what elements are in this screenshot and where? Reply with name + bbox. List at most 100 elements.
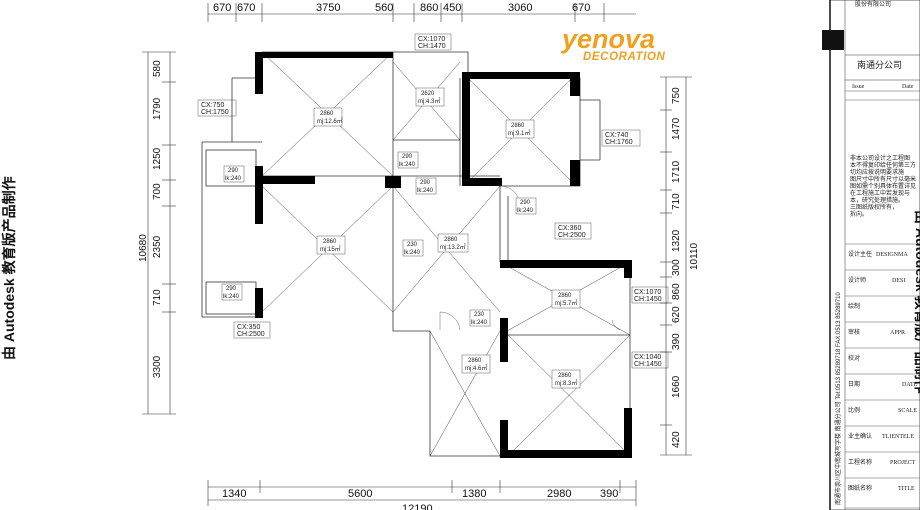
right-dim-11: 420 <box>671 431 682 448</box>
room-height: 2860 <box>320 111 334 117</box>
date-label: Date <box>902 84 914 90</box>
room-area: mj:12.6㎡ <box>317 117 343 125</box>
opening-ch: CH:1450 <box>634 361 662 368</box>
bottom-dim-total: 12190 <box>402 503 433 510</box>
ceiling-lk: lk:240 <box>225 176 242 182</box>
note-line: 在工程施工中若发现与 <box>850 189 910 197</box>
note-line: 非本公司设计之工程图 <box>850 154 910 162</box>
row-label-cn: 设计主任 <box>848 250 872 258</box>
title-block-row-labels: 设计主任 DESIGNMA 设计师 DESI 绘制 审核 APPR 校对 日期 … <box>848 250 918 492</box>
row-label-en: DATE <box>902 382 918 388</box>
structural-walls <box>255 52 632 458</box>
bottom-dim-2: 5600 <box>348 488 372 500</box>
opening-cx: CX:750 <box>201 102 224 109</box>
thin-walls <box>201 51 631 457</box>
room-height: 2860 <box>323 239 337 245</box>
room-area: mj:13.2㎡ <box>440 243 466 251</box>
opening-callout: CX:1070 CH:1470 <box>414 33 452 51</box>
bottom-dim-1: 1340 <box>222 488 246 500</box>
row-label-en: DESI <box>892 278 905 284</box>
right-dim-7: 860 <box>671 283 682 300</box>
right-dim-4: 710 <box>671 193 682 210</box>
right-dimension-chain <box>660 76 692 456</box>
note-line: 拆向。 <box>850 210 868 218</box>
top-dim-4: 560 <box>375 2 393 14</box>
bottom-dimension-labels: 1340 5600 1380 2980 390 12190 <box>222 488 618 510</box>
row-label-cn: 绘制 <box>848 302 860 310</box>
left-dim-6: 710 <box>152 289 163 306</box>
row-label-cn: 校对 <box>848 354 860 362</box>
room-tag: 2860 mj:15㎡ <box>316 235 346 255</box>
room-area: mj:15㎡ <box>320 245 341 253</box>
row-label-cn: 比例 <box>848 406 860 414</box>
right-dim-10: 1660 <box>671 375 682 398</box>
bottom-dim-4: 2980 <box>547 488 571 500</box>
room-height: 2860 <box>558 373 572 379</box>
right-dim-9: 390 <box>671 333 682 350</box>
right-dim-total: 10110 <box>689 242 700 270</box>
ceiling-height: 230 <box>474 312 485 318</box>
bottom-dim-3: 1380 <box>462 488 486 500</box>
room-height: 2860 <box>511 123 525 129</box>
opening-callout: CX:350 CH:2500 <box>233 321 271 339</box>
ceiling-height: 290 <box>228 168 239 174</box>
ceiling-tag: 230 lk:240 <box>402 239 424 257</box>
row-label-en: TLIENTELE <box>882 434 914 440</box>
room-tag: 2860 mj:12.6㎡ <box>313 107 343 127</box>
opening-callout: CX:750 CH:1750 <box>197 99 237 117</box>
ceiling-height: 290 <box>520 200 531 206</box>
opening-callout: CX:1070 CH:1450 <box>631 286 669 304</box>
room-area: mj:8.3㎡ <box>555 379 577 387</box>
row-label-en: APPR <box>890 330 905 336</box>
ceiling-tag: 290 lk:240 <box>515 197 537 215</box>
autodesk-watermark-left: 由 Autodesk 教育版产品制作 <box>1 176 17 360</box>
title-block-rows <box>845 243 920 509</box>
opening-cx: CX:350 <box>237 324 260 331</box>
right-dimension-labels: 750 1470 1710 710 1320 300 860 620 390 1… <box>671 87 700 448</box>
row-label-cn: 设计师 <box>848 276 866 284</box>
room-height: 2860 <box>444 237 458 243</box>
room-height: 2620 <box>421 91 435 97</box>
logo-wordmark: yenova <box>560 24 655 54</box>
title-block-notes: 非本公司设计之工程图 本不得复印给任何第三方 切均应按说明要求施 图尺寸中所有尺… <box>850 154 916 218</box>
row-label-cn: 图纸名称 <box>848 484 872 492</box>
issue-label: Issue <box>852 84 865 90</box>
row-label-en: TITLE <box>898 486 915 492</box>
ceiling-tag: 230 lk:240 <box>469 309 491 327</box>
ceiling-lk: lk:240 <box>471 320 488 326</box>
top-dim-8: 670 <box>572 2 590 14</box>
top-dim-2: 670 <box>237 2 255 14</box>
ceiling-lk: lk:240 <box>517 208 534 214</box>
ceiling-lk: lk:240 <box>404 250 421 256</box>
opening-ch: CH:2500 <box>558 232 586 239</box>
room-tag: 2860 mj:9.1㎡ <box>505 119 535 139</box>
left-dim-2: 1790 <box>152 97 163 120</box>
left-dim-5: 2350 <box>152 235 163 258</box>
ceiling-lk: lk:240 <box>417 188 434 194</box>
bottom-dimension-chain <box>207 480 637 506</box>
right-dim-8: 620 <box>671 306 682 323</box>
top-dim-7: 3060 <box>508 2 532 14</box>
top-dim-1: 670 <box>213 2 231 14</box>
opening-ch: CH:1450 <box>634 296 662 303</box>
note-line: 三图纸版权所有， <box>850 203 898 211</box>
ceiling-height: 290 <box>226 286 237 292</box>
top-dim-5: 860 <box>420 2 438 14</box>
row-label-en: DESIGNMA <box>876 252 908 258</box>
right-dim-1: 750 <box>671 87 682 104</box>
opening-ch: CH:2500 <box>237 331 265 338</box>
opening-callout: CX:740 CH:1760 <box>601 129 641 147</box>
title-block: 股份有限公司 南通分公司 Issue Date 非本公司设计之工程图 本不得复印… <box>822 0 920 510</box>
room-tags: 2860 mj:12.6㎡ 2620 mj:4.3㎡ 2860 mj:9.1㎡ … <box>313 87 581 389</box>
top-dim-6: 450 <box>443 2 461 14</box>
row-label-cn: 审核 <box>848 328 860 336</box>
autodesk-watermark-right: 由 Autodesk 教育版产品制作 <box>913 210 920 394</box>
left-dim-1: 580 <box>152 60 163 77</box>
row-label-cn: 业主确认 <box>848 432 872 440</box>
top-dimension-labels: 670 670 3750 560 860 450 3060 670 <box>213 2 590 14</box>
row-label-en: PROJECT <box>890 460 916 466</box>
ceiling-height: 230 <box>407 242 418 248</box>
opening-cx: CX:360 <box>558 225 581 232</box>
row-label-cn: 工程名称 <box>848 458 872 466</box>
